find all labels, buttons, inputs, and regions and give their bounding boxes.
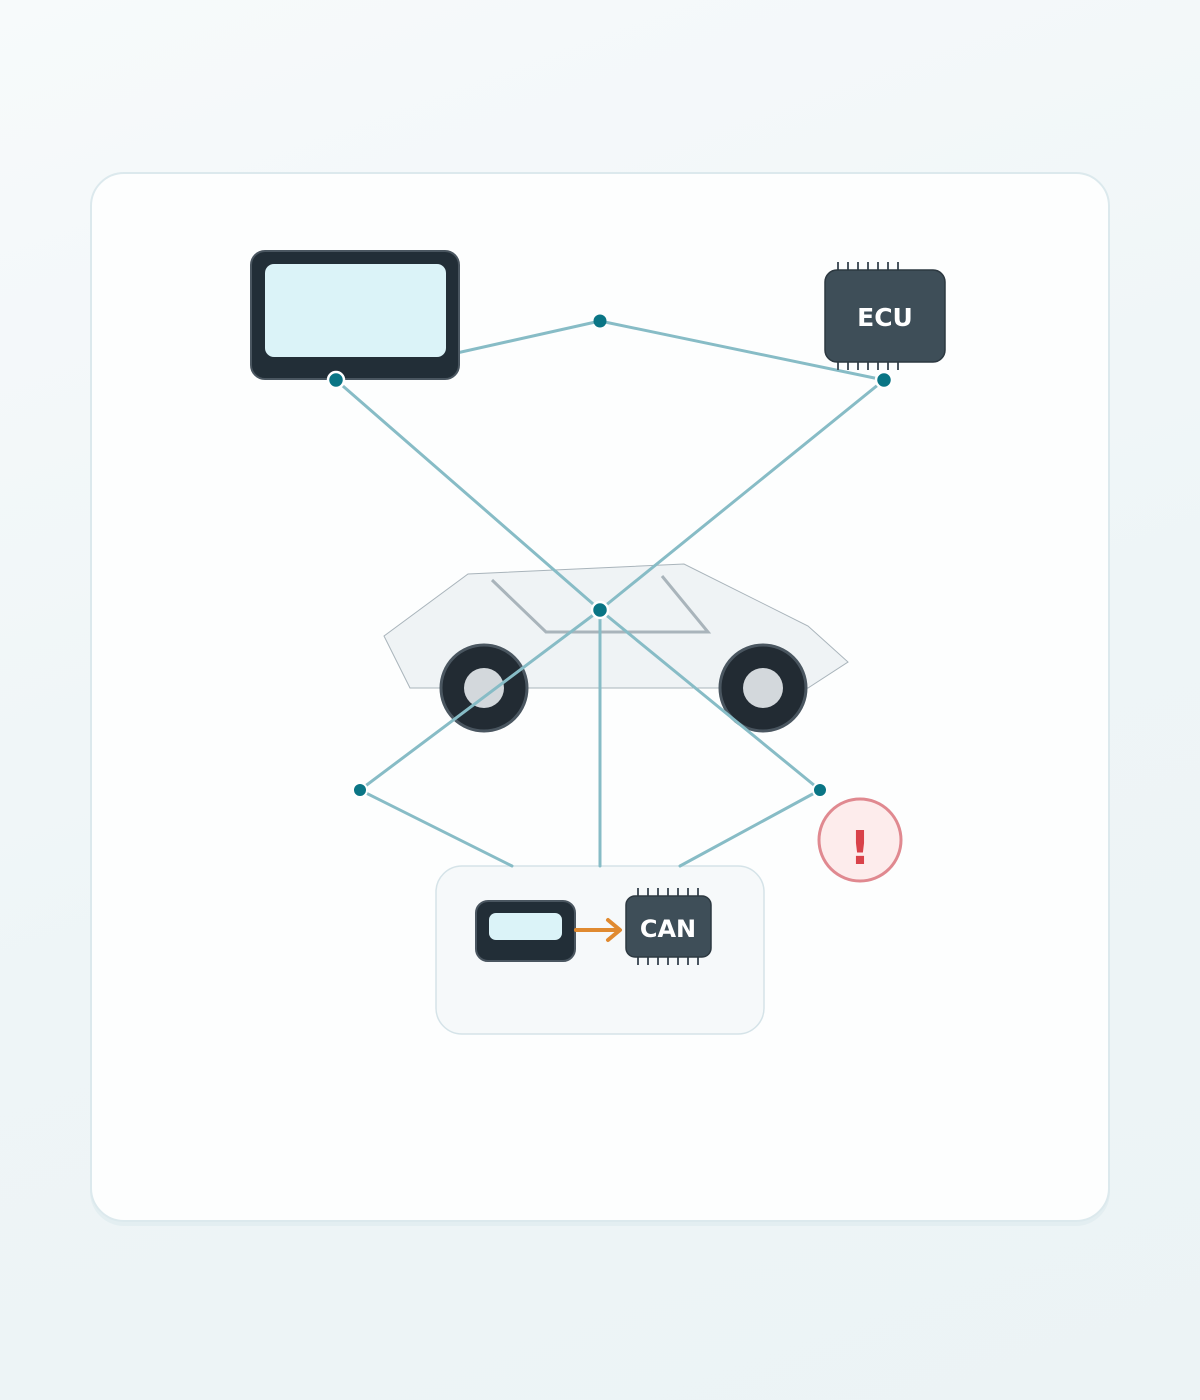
can-bus-icon: CAN (475, 888, 712, 965)
car-rear-wheel (718, 643, 808, 733)
ecu-label: ECU (857, 303, 913, 332)
can-chip-icon: CAN (625, 888, 712, 965)
link-ecu-hub (598, 378, 886, 612)
link-display-hub (334, 378, 602, 612)
display-icon (250, 250, 460, 380)
gateway-display-icon (475, 900, 576, 962)
network-nodes (326, 314, 894, 798)
node-ecu (874, 370, 894, 390)
node-hub (590, 600, 610, 620)
car-icon (383, 563, 849, 733)
link-top-ecu (598, 319, 886, 382)
arrow-right-icon (574, 918, 622, 942)
node-right (812, 782, 828, 798)
alert-symbol: ! (850, 821, 871, 875)
node-top (593, 314, 607, 328)
node-display (326, 370, 346, 390)
network-links (334, 319, 886, 868)
link-hub-right (598, 608, 822, 792)
alert-icon: ! (817, 797, 903, 883)
node-left (352, 782, 368, 798)
link-hub-left (358, 608, 602, 792)
link-left-gateway (358, 788, 514, 868)
link-right-gateway (678, 788, 822, 868)
ecu-chip-icon: ECU (824, 262, 946, 370)
car-front-wheel (439, 643, 529, 733)
can-label: CAN (640, 915, 696, 943)
